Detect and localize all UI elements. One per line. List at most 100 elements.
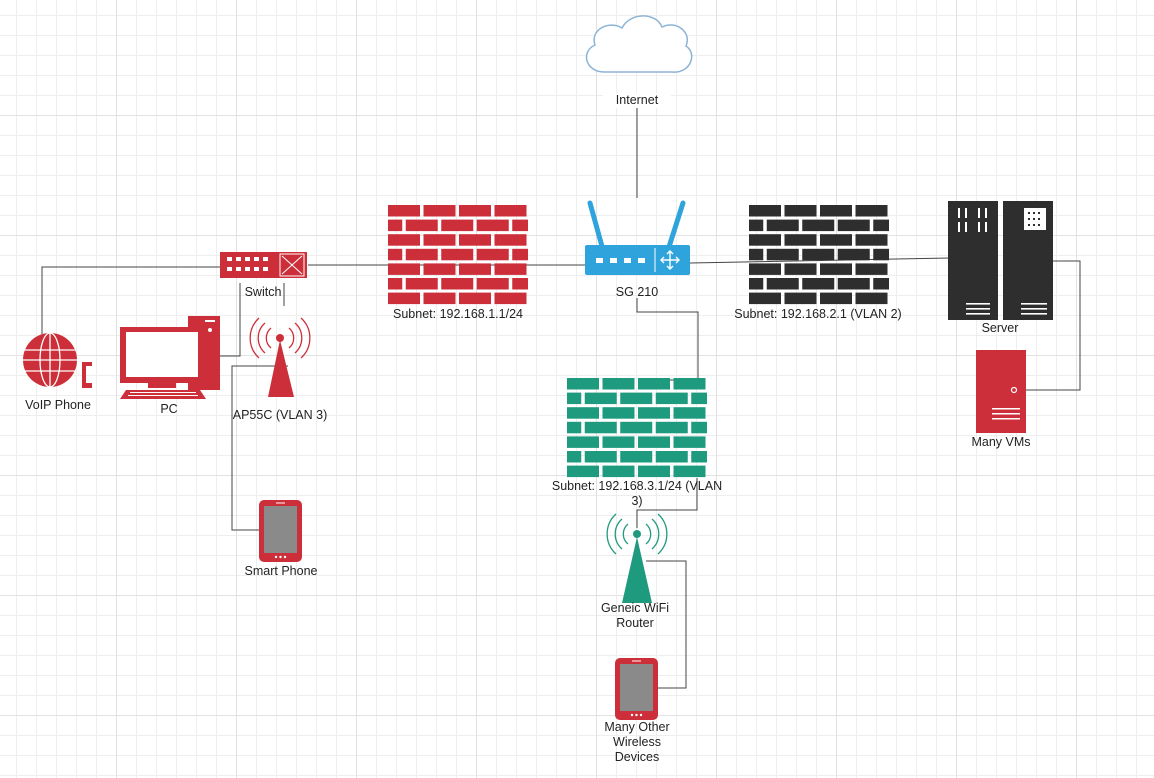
connector-switch-voip[interactable] [41, 266, 222, 334]
desktop-pc-icon[interactable] [120, 316, 220, 399]
brick [494, 263, 527, 275]
brick [459, 234, 491, 246]
brick [784, 263, 817, 275]
connector-wifi-devices[interactable] [646, 560, 687, 689]
brick [405, 248, 438, 261]
brick [423, 292, 456, 305]
smartphone-icon[interactable] [259, 500, 302, 562]
wifi-router-icon[interactable] [606, 513, 668, 603]
brick [802, 278, 835, 290]
firewall-red-icon[interactable] [388, 205, 528, 305]
network-switch-icon[interactable] [220, 252, 307, 278]
brick [673, 407, 706, 419]
brick [512, 219, 528, 232]
brick [691, 421, 707, 434]
brick [567, 421, 582, 434]
connector-server-vms[interactable] [1026, 260, 1081, 391]
firewall-teal-label: Subnet: 192.168.3.1/24 (VLAN 3) [551, 479, 723, 508]
brick [766, 219, 799, 232]
wireless-devices-icon[interactable] [615, 658, 658, 720]
brick [855, 263, 888, 275]
connector-ap-smartphone[interactable] [231, 365, 288, 531]
brick [584, 451, 617, 463]
smartphone-label: Smart Phone [244, 564, 318, 578]
brick [423, 234, 456, 246]
vm-tower-icon[interactable] [976, 350, 1026, 433]
brick [602, 407, 635, 419]
router-icon[interactable] [585, 200, 690, 275]
brick [602, 378, 635, 390]
server-rack-icon[interactable] [948, 201, 1053, 320]
brick [873, 248, 889, 261]
connector-router-firewall-teal[interactable] [636, 298, 699, 381]
brick [873, 219, 889, 232]
connector-router-firewall-dark[interactable] [689, 257, 951, 264]
brick [405, 219, 438, 232]
switch-label: Switch [244, 285, 282, 299]
firewall-red-label: Subnet: 192.168.1.1/24 [393, 307, 523, 321]
voip-phone-icon[interactable] [23, 332, 92, 388]
brick [784, 205, 817, 217]
brick [749, 205, 781, 217]
brick [459, 292, 491, 305]
brick [476, 248, 509, 261]
wireless-devices-label: Many Other Wireless Devices [604, 720, 670, 764]
brick [602, 436, 635, 448]
brick [494, 292, 527, 305]
brick [749, 219, 764, 232]
brick [655, 392, 688, 405]
server-label: Server [981, 321, 1019, 335]
brick [476, 278, 509, 290]
brick [820, 263, 852, 275]
brick [820, 205, 852, 217]
brick [476, 219, 509, 232]
brick [602, 465, 635, 478]
connector-firewall-teal-wifi[interactable] [636, 478, 698, 528]
brick [691, 451, 707, 463]
brick [441, 219, 474, 232]
brick [820, 292, 852, 305]
brick [567, 392, 582, 405]
brick [873, 278, 889, 290]
brick [620, 392, 653, 405]
brick [766, 248, 799, 261]
brick [855, 292, 888, 305]
brick [749, 248, 764, 261]
brick [820, 234, 852, 246]
brick [388, 205, 420, 217]
brick [749, 263, 781, 275]
ap55c-access-point-icon[interactable] [249, 317, 311, 397]
pc-label: PC [160, 402, 178, 416]
brick [459, 263, 491, 275]
brick [802, 248, 835, 261]
brick [784, 292, 817, 305]
brick [620, 451, 653, 463]
firewall-teal-icon[interactable] [567, 378, 707, 478]
brick [638, 436, 670, 448]
brick [837, 219, 870, 232]
router-label: SG 210 [615, 285, 659, 299]
firewall-dark-label: Subnet: 192.168.2.1 (VLAN 2) [734, 307, 902, 321]
internet-label: Internet [603, 93, 671, 108]
brick [388, 234, 420, 246]
brick [388, 219, 403, 232]
brick [567, 451, 582, 463]
brick [655, 421, 688, 434]
brick [459, 205, 491, 217]
brick [802, 219, 835, 232]
brick [567, 436, 599, 448]
brick [749, 278, 764, 290]
brick [584, 392, 617, 405]
brick [494, 205, 527, 217]
brick [567, 465, 599, 478]
brick [441, 278, 474, 290]
brick [766, 278, 799, 290]
brick [784, 234, 817, 246]
brick [638, 378, 670, 390]
brick [567, 407, 599, 419]
firewall-dark-icon[interactable] [749, 205, 889, 305]
brick [388, 263, 420, 275]
brick [567, 378, 599, 390]
internet-cloud-icon[interactable] [585, 15, 693, 73]
